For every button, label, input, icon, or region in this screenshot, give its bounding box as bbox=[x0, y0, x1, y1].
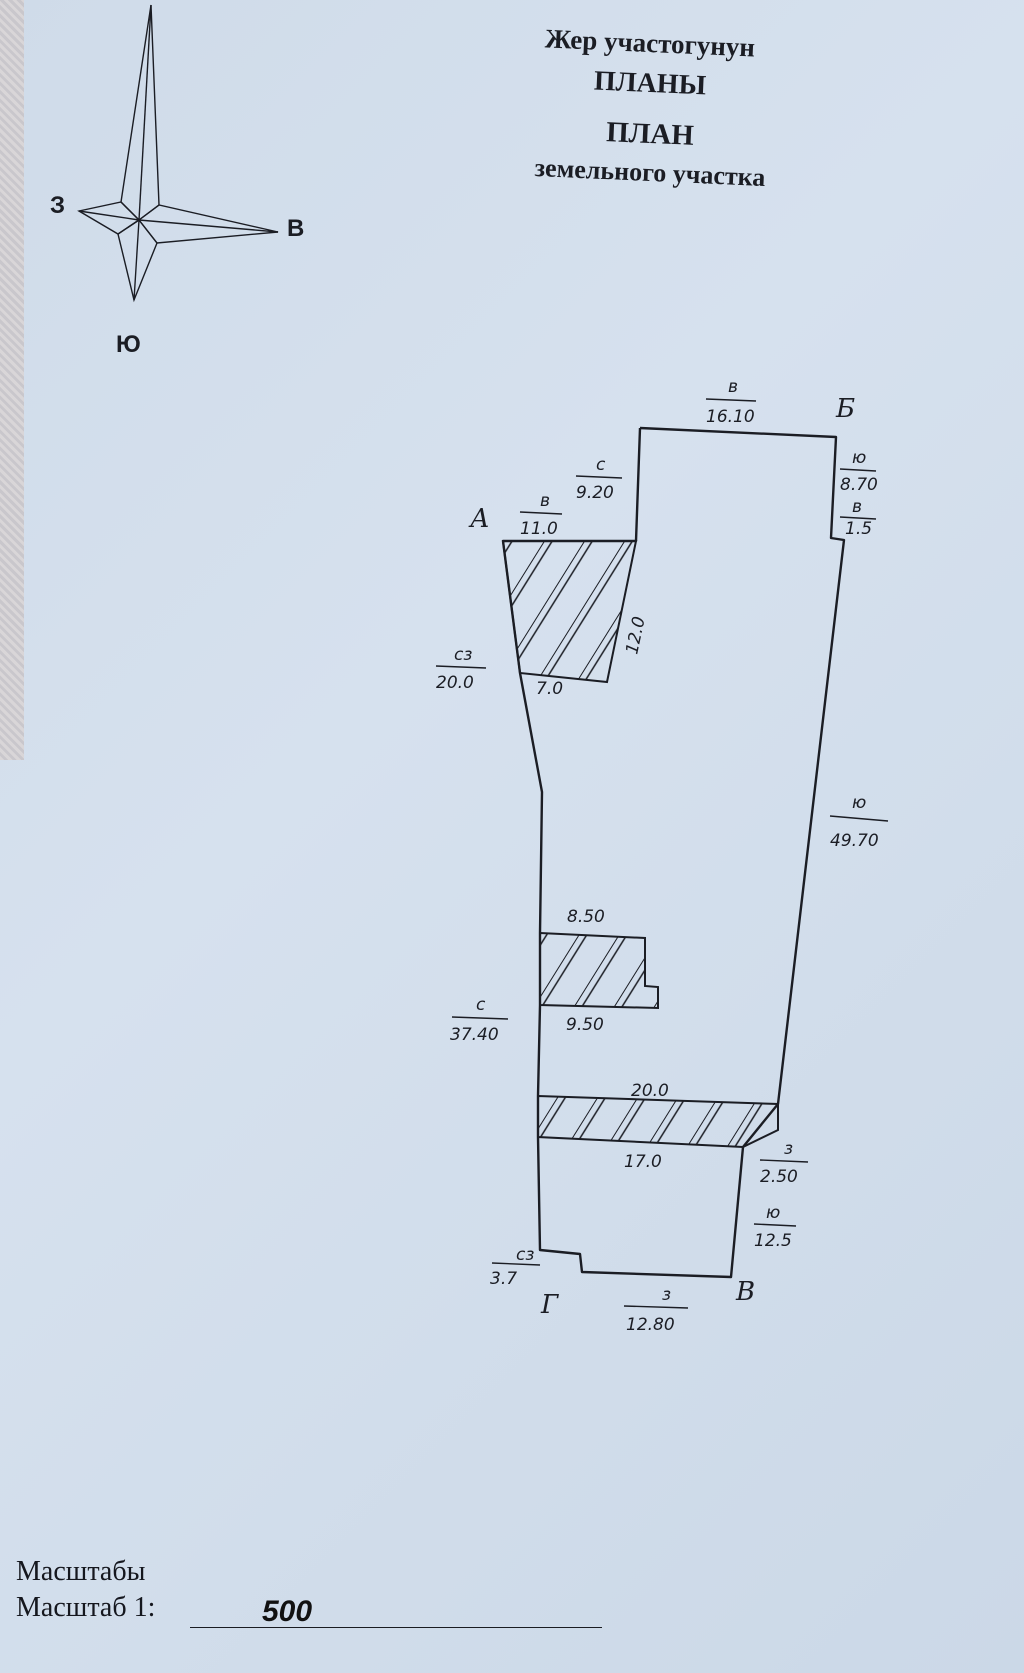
building-2-bottom-dim: 9.50 bbox=[566, 1015, 604, 1035]
corner-a-label: А bbox=[468, 504, 490, 534]
edge-east-annotation: ю 49.70 bbox=[829, 793, 889, 851]
svg-text:1.5: 1.5 bbox=[845, 519, 872, 539]
svg-text:в: в bbox=[852, 497, 862, 517]
building-1-bottom-dim: 7.0 bbox=[536, 679, 563, 699]
svg-text:37.40: 37.40 bbox=[450, 1025, 499, 1045]
corner-g-label: Г bbox=[540, 1290, 559, 1320]
svg-text:в: в bbox=[540, 491, 550, 511]
edge-bottom-annotation: з 12.80 bbox=[623, 1285, 689, 1335]
svg-text:20.0: 20.0 bbox=[436, 673, 474, 693]
svg-text:49.70: 49.70 bbox=[830, 831, 879, 851]
compass-east-label: В bbox=[287, 215, 304, 242]
svg-text:з: з bbox=[662, 1285, 671, 1305]
edge-west-annotation: с 37.40 bbox=[450, 995, 509, 1045]
svg-text:12.5: 12.5 bbox=[754, 1231, 792, 1251]
edge-nw-annotation: сз 20.0 bbox=[435, 645, 487, 693]
svg-text:3.7: 3.7 bbox=[490, 1269, 517, 1289]
svg-text:сз: сз bbox=[454, 645, 472, 665]
svg-text:с: с bbox=[596, 455, 606, 475]
edge-sw-annotation: сз 3.7 bbox=[490, 1245, 541, 1289]
svg-text:ю: ю bbox=[852, 793, 866, 813]
svg-text:9.20: 9.20 bbox=[576, 483, 614, 503]
svg-text:16.10: 16.10 bbox=[706, 407, 755, 427]
building-3-bottom-dim: 17.0 bbox=[624, 1152, 662, 1172]
compass-west-label: З bbox=[50, 192, 65, 219]
edge-step-annotation: в 1.5 bbox=[839, 497, 877, 539]
scale-value: 500 bbox=[262, 1595, 313, 1628]
edge-se-annotation: ю 12.5 bbox=[753, 1203, 797, 1251]
svg-text:12.80: 12.80 bbox=[626, 1315, 675, 1335]
svg-text:2.50: 2.50 bbox=[760, 1167, 798, 1187]
parcel-boundary bbox=[501, 426, 846, 1279]
building-2-top-dim: 8.50 bbox=[567, 907, 605, 927]
edge-notch-annotation: с 9.20 bbox=[575, 455, 623, 503]
svg-text:8.70: 8.70 bbox=[840, 475, 878, 495]
svg-text:з: з bbox=[784, 1139, 793, 1159]
decorative-border bbox=[0, 0, 24, 760]
svg-text:ю: ю bbox=[852, 448, 866, 468]
svg-text:сз: сз bbox=[516, 1245, 534, 1265]
scale-label-kg: Масштабы bbox=[16, 1556, 146, 1587]
edge-a-annotation: в 11.0 bbox=[519, 491, 563, 539]
edge-lower-annotation: з 2.50 bbox=[759, 1139, 809, 1187]
corner-b-label: Б bbox=[835, 394, 855, 424]
compass-south-label: Ю bbox=[116, 331, 141, 358]
scale-label-ru: Масштаб 1: bbox=[16, 1592, 156, 1623]
building-1 bbox=[501, 540, 638, 684]
building-2 bbox=[539, 931, 659, 1010]
corner-v-label: В bbox=[735, 1277, 755, 1307]
building-1-side-dim: 12.0 bbox=[622, 615, 649, 656]
edge-ne-annotation: ю 8.70 bbox=[839, 448, 878, 495]
svg-text:11.0: 11.0 bbox=[520, 519, 558, 539]
building-3-top-dim: 20.0 bbox=[631, 1081, 669, 1101]
scale-underline bbox=[190, 1627, 602, 1628]
svg-text:с: с bbox=[476, 995, 486, 1015]
compass-rose-icon bbox=[77, 4, 279, 303]
edge-top-annotation: в 16.10 bbox=[705, 377, 757, 427]
building-3 bbox=[537, 1094, 779, 1149]
svg-text:в: в bbox=[728, 377, 738, 397]
svg-text:ю: ю bbox=[766, 1203, 780, 1223]
